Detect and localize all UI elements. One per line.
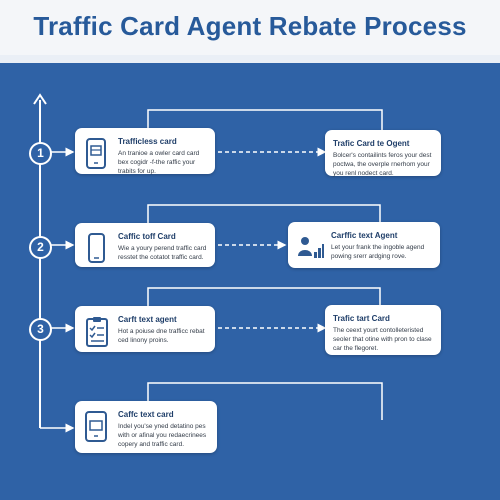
- process-card-2: Caffic toff Card Wie a youry perend traf…: [75, 223, 215, 267]
- card-title: Caffic toff Card: [118, 232, 176, 241]
- card-title: Caffc text card: [118, 410, 174, 419]
- card-title: Carffic text Agent: [331, 231, 398, 240]
- process-card-4: Caffc text card Indel you'se yned detati…: [75, 401, 217, 453]
- card-description: Bolcer's contailints feros your dest poc…: [333, 152, 432, 177]
- card-title: Trafficless card: [118, 137, 177, 146]
- agent-chart-icon: [296, 232, 324, 264]
- timeline-up-arrow: [33, 93, 47, 105]
- phone-card-icon: [83, 138, 111, 170]
- card-description: Wie a youry perend traffic card resstet …: [118, 245, 207, 261]
- card-title: Carft text agent: [118, 315, 177, 324]
- process-card-3: Carft text agent Hot a poiuse dne traffi…: [75, 306, 215, 352]
- card-description: Hot a poiuse dne trafficc rebat ced lino…: [118, 328, 205, 344]
- bracket-1: [147, 109, 383, 130]
- header-divider: [0, 55, 500, 63]
- card-description: Indel you'se yned detatino pes with or a…: [118, 423, 207, 448]
- bracket-4: [147, 382, 383, 420]
- smartphone-icon: [83, 233, 111, 265]
- card-title: Trafic Card te Ogent: [333, 139, 410, 148]
- step-marker-2: 2: [29, 236, 52, 259]
- bracket-3: [147, 287, 381, 306]
- process-card-2-result: Carffic text Agent Let your frank the in…: [288, 222, 440, 268]
- process-card-1: Trafficless card An tranioe a owler card…: [75, 128, 215, 175]
- step-marker-3: 3: [29, 318, 52, 341]
- bracket-2: [147, 204, 381, 223]
- header: Traffic Card Agent Rebate Process: [0, 0, 500, 55]
- card-title: Trafic tart Card: [333, 314, 390, 323]
- clipboard-checklist-icon: [83, 316, 111, 348]
- card-description: An tranioe a owler card card bex cogidr …: [118, 150, 200, 175]
- phone-card-icon: [83, 411, 111, 443]
- card-description: The ceext yourt contolleteristed seoler …: [333, 327, 432, 352]
- process-card-3-result: Trafic tart Card The ceext yourt contoll…: [325, 305, 441, 355]
- step-marker-1: 1: [29, 142, 52, 165]
- card-description: Let your frank the ingoble agend powing …: [331, 244, 425, 260]
- page-title: Traffic Card Agent Rebate Process: [33, 11, 467, 41]
- process-card-1-result: Trafic Card te Ogent Bolcer's contailint…: [325, 130, 441, 177]
